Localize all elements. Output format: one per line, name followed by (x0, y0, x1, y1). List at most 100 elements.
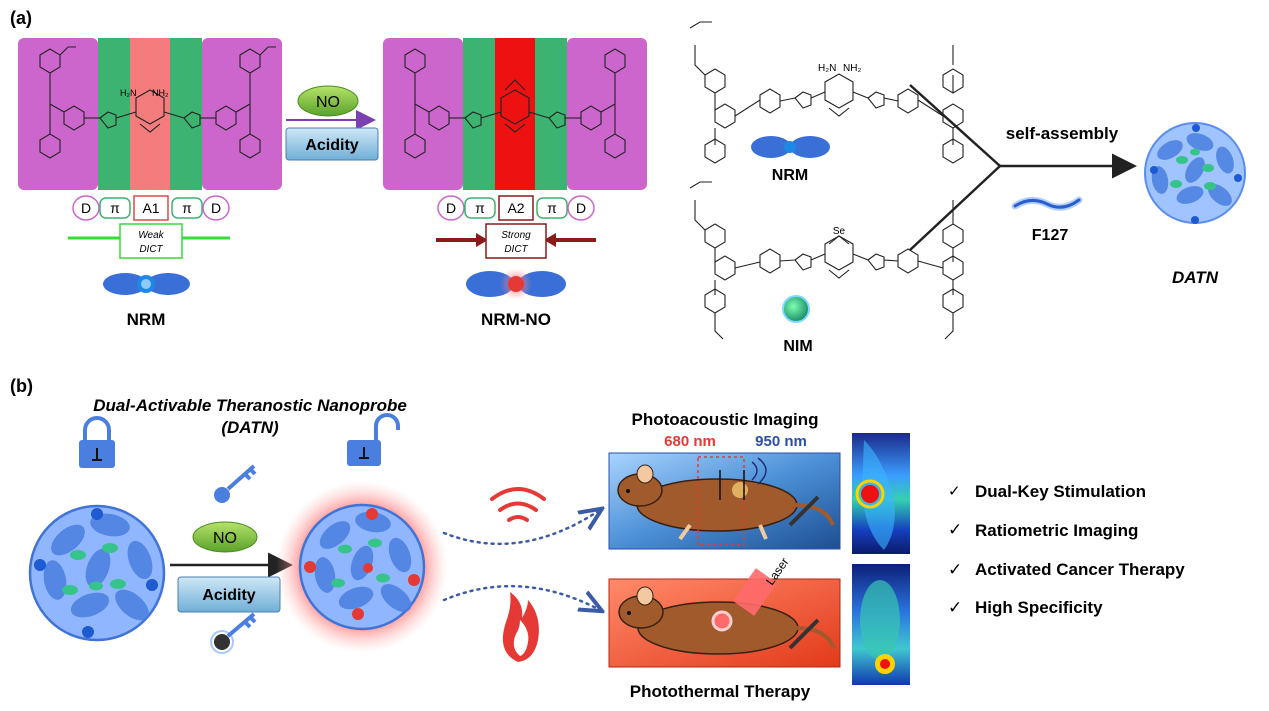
dict-box (485, 223, 547, 259)
photoacoustic-image (852, 433, 910, 554)
datn-label: DATN (1172, 268, 1219, 287)
nrm-no-glyph (466, 268, 566, 300)
photoacoustic-title: Photoacoustic Imaging (631, 410, 818, 429)
lock-closed-icon (79, 416, 115, 468)
mouse-icon (617, 464, 835, 541)
acceptor-label-box (133, 195, 169, 221)
arrow-head-icon (544, 233, 556, 247)
check-mark-icon: ✓ (948, 483, 961, 500)
group-label: D (576, 200, 586, 216)
laser-beam (697, 456, 745, 546)
donor-label-oval (202, 195, 230, 221)
nrm-structure (689, 21, 964, 164)
tumor-spot (732, 482, 748, 498)
nrm-structure-name: NRM (772, 167, 808, 184)
donor-label-oval (437, 195, 465, 221)
photoacoustic-scene (608, 452, 841, 550)
group-label: π (182, 200, 192, 216)
acidity-box (177, 576, 281, 613)
photothermal-title: Photothermal Therapy (630, 682, 811, 701)
dict-label: Weak (138, 230, 164, 241)
nim-structure-name: NIM (783, 338, 812, 355)
checklist-item: Ratiometric Imaging (975, 521, 1138, 540)
weak-dict: Weak DICT (68, 223, 230, 259)
acceptor-label-box (498, 195, 534, 221)
panel-b-title-sub: (DATN) (221, 418, 279, 437)
group-label: D (211, 200, 221, 216)
arrow-head-icon (476, 233, 488, 247)
panel-a-label: (a) (10, 8, 32, 28)
amine-label: NH₂ (843, 63, 861, 74)
stimuli-a: NO Acidity (285, 85, 379, 161)
right-molecule (383, 38, 647, 190)
self-assembly: self-assembly F127 (909, 84, 1137, 251)
right-group-labels: D π A2 π D (437, 195, 595, 221)
datn-nanoparticle-activated (276, 481, 448, 653)
group-label: π (475, 200, 485, 216)
tumor-spot (711, 610, 733, 632)
nim-structure (689, 181, 964, 340)
acidity-label: Acidity (202, 587, 255, 604)
donor-label-oval (567, 195, 595, 221)
checklist-item: Dual-Key Stimulation (975, 482, 1146, 501)
self-assembly-label: self-assembly (1006, 124, 1119, 143)
dict-label: DICT (139, 244, 163, 255)
nrm-glyph-small (751, 136, 830, 158)
no-label: NO (316, 94, 340, 111)
no-pill (192, 521, 258, 553)
laser-device-icon (732, 568, 778, 616)
acidity-label: Acidity (305, 137, 358, 154)
nim-glyph (782, 295, 810, 323)
selenium-label: Se (833, 226, 846, 237)
left-group-labels: D π A1 π D (72, 195, 230, 221)
nrm-glyph (103, 273, 190, 295)
group-label: A1 (142, 200, 159, 216)
check-mark-icon: ✓ (948, 520, 962, 539)
group-label: D (446, 200, 456, 216)
dict-label: Strong (501, 230, 531, 241)
wavelength-950: 950 nm (755, 433, 807, 450)
acidity-box (285, 127, 379, 161)
pi-label-box (171, 197, 203, 219)
amine-label: NH₂ (152, 88, 169, 98)
key-icon (210, 612, 257, 654)
wavelength-680: 680 nm (664, 433, 716, 450)
amine-label: H₂N (120, 88, 137, 98)
molecule-name: NRM (127, 310, 166, 329)
syringe-icon (788, 495, 820, 527)
pi-label-box (464, 197, 496, 219)
acceptor-block-strong (495, 38, 535, 190)
no-pill (297, 85, 359, 117)
chemical-structure (404, 48, 626, 159)
photothermal-image (852, 564, 910, 685)
wave-icon (490, 487, 546, 522)
pi-label-box (536, 197, 568, 219)
pathway-arrows (442, 510, 600, 610)
f127-label: F127 (1032, 227, 1069, 244)
chemical-structure (39, 46, 276, 159)
checklist-item: High Specificity (975, 598, 1103, 617)
left-molecule: H₂N NH₂ (18, 38, 282, 190)
datn-nanoparticle-locked (28, 504, 166, 642)
strong-dict: Strong DICT (436, 223, 596, 259)
acceptor-block-weak (130, 38, 170, 190)
dict-label: DICT (504, 244, 528, 255)
stimuli-b: NO Acidity (170, 521, 293, 613)
photothermal-scene: Laser (608, 555, 841, 668)
donor-block (567, 38, 647, 190)
panel-b-label: (b) (10, 376, 33, 396)
check-mark-icon: ✓ (948, 560, 962, 579)
datn-nanoparticle (1144, 122, 1246, 224)
amine-label: H₂N (818, 63, 836, 74)
group-label: π (110, 200, 120, 216)
checklist-item: Activated Cancer Therapy (975, 560, 1185, 579)
donor-block (18, 38, 98, 190)
flame-icon (502, 592, 539, 662)
donor-label-oval (72, 195, 100, 221)
dict-box (119, 223, 183, 259)
molecule-name: NRM-NO (481, 310, 551, 329)
group-label: π (547, 200, 557, 216)
no-label: NO (213, 530, 237, 547)
pi-label-box (99, 197, 131, 219)
key-icon (214, 464, 257, 503)
